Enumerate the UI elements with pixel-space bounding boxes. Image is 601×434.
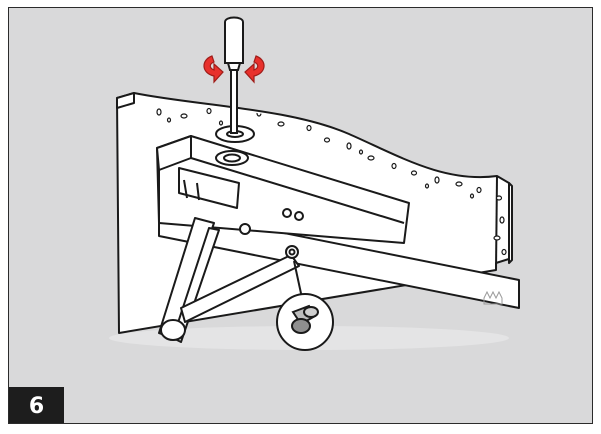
rotate-arrows-icon (203, 55, 265, 84)
instruction-panel: 6 (8, 7, 593, 424)
dorma-crown-logo (483, 290, 503, 305)
detail-magnifier (276, 260, 334, 351)
door-closer-illustration (109, 16, 520, 351)
step-number-badge: 6 (9, 387, 64, 423)
closer-arm (158, 217, 300, 343)
screwdriver-icon (224, 16, 244, 134)
